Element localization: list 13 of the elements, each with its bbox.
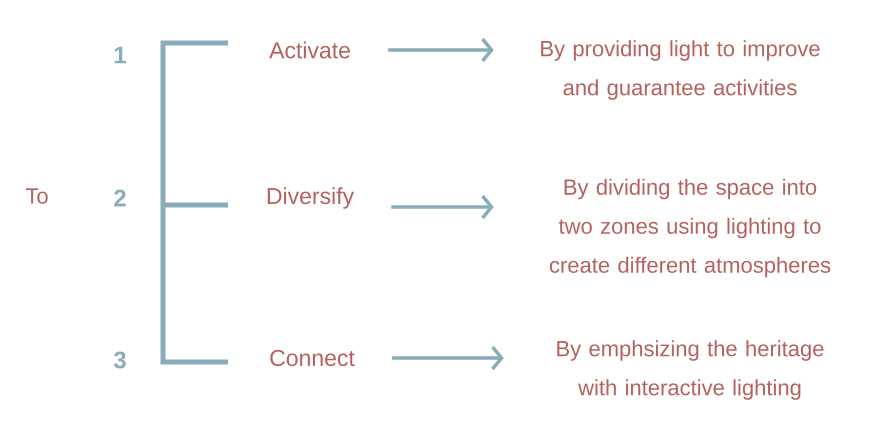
- description-text: By providing light to improve and guarantee activities: [541, 40, 820, 100]
- arrow: [388, 38, 494, 62]
- step-number: 1: [114, 46, 126, 64]
- step-word: Connect: [270, 350, 355, 366]
- step-word: Diversify: [268, 187, 354, 209]
- lead-word: To: [26, 188, 48, 204]
- description-text: By emphsizing the heritage with interactive lighting: [557, 340, 824, 400]
- step-word: Activate: [269, 42, 350, 58]
- step-number: 3: [114, 352, 126, 369]
- description-text: By dividing the space into two zones using lighting to create different atmospheres: [550, 178, 830, 278]
- step-number: 2: [114, 190, 126, 206]
- arrow: [391, 194, 494, 220]
- arrow: [392, 346, 504, 370]
